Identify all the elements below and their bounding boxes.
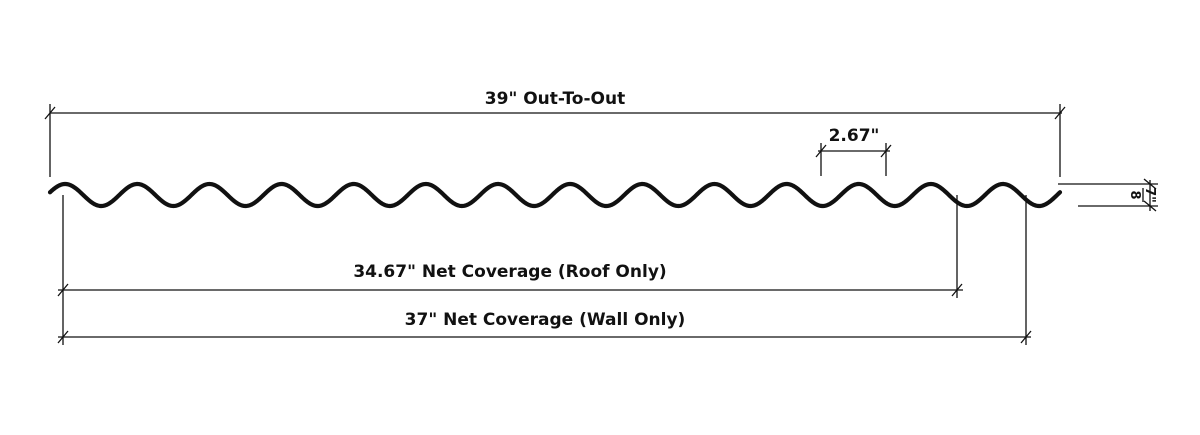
wall-coverage-left-tick [57,330,69,344]
wall-coverage-label: 37" Net Coverage (Wall Only) [405,310,686,330]
roof-coverage-right-tick [951,283,963,297]
out-to-out-right-tick [1054,106,1066,120]
out-to-out-dimension: 39" Out-To-Out [44,89,1066,177]
corrugated-panel-profile [47,181,1063,209]
pitch-left-tick [815,144,827,158]
pitch-dimension: 2.67" [815,126,892,176]
out-to-out-left-tick [44,106,56,120]
roof-coverage-left-tick [57,283,69,297]
roof-coverage-dimension: 34.67" Net Coverage (Roof Only) [57,195,963,298]
depth-label-group: 7" 8 [1127,187,1157,203]
roof-coverage-label: 34.67" Net Coverage (Roof Only) [353,262,666,282]
wall-coverage-dimension: 37" Net Coverage (Wall Only) [57,195,1032,345]
depth-dimension: 7" 8 [1058,178,1158,212]
depth-denominator: 8 [1127,190,1142,199]
depth-numerator: 7" [1142,187,1157,203]
out-to-out-label: 39" Out-To-Out [485,89,625,109]
pitch-label: 2.67" [829,126,880,146]
depth-bottom-tick [1143,200,1157,212]
pitch-right-tick [880,144,892,158]
wall-coverage-right-tick [1020,330,1032,344]
depth-top-tick [1143,178,1157,190]
